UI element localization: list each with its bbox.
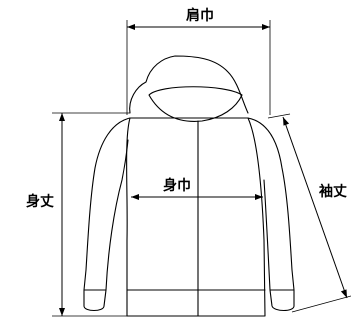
left-cuff — [83, 289, 107, 312]
sleeve-length-label: 袖丈 — [319, 183, 347, 200]
hood-opening — [148, 86, 243, 122]
body-outline — [126, 117, 266, 317]
body-length-label: 身丈 — [26, 193, 54, 210]
chest-width-measure — [131, 194, 263, 200]
left-sleeve — [83, 117, 131, 291]
shoulder-width-measure — [126, 20, 271, 115]
hood-outline — [129, 55, 249, 114]
shoulder-width-label: 肩巾 — [186, 7, 214, 24]
hoodie-illustration — [83, 55, 295, 317]
body-length-measure — [52, 112, 130, 317]
right-cuff — [269, 289, 295, 312]
right-sleeve — [247, 117, 295, 291]
measurements — [52, 20, 351, 317]
chest-width-label: 身巾 — [163, 177, 191, 194]
sleeve-length-measure — [267, 113, 351, 313]
